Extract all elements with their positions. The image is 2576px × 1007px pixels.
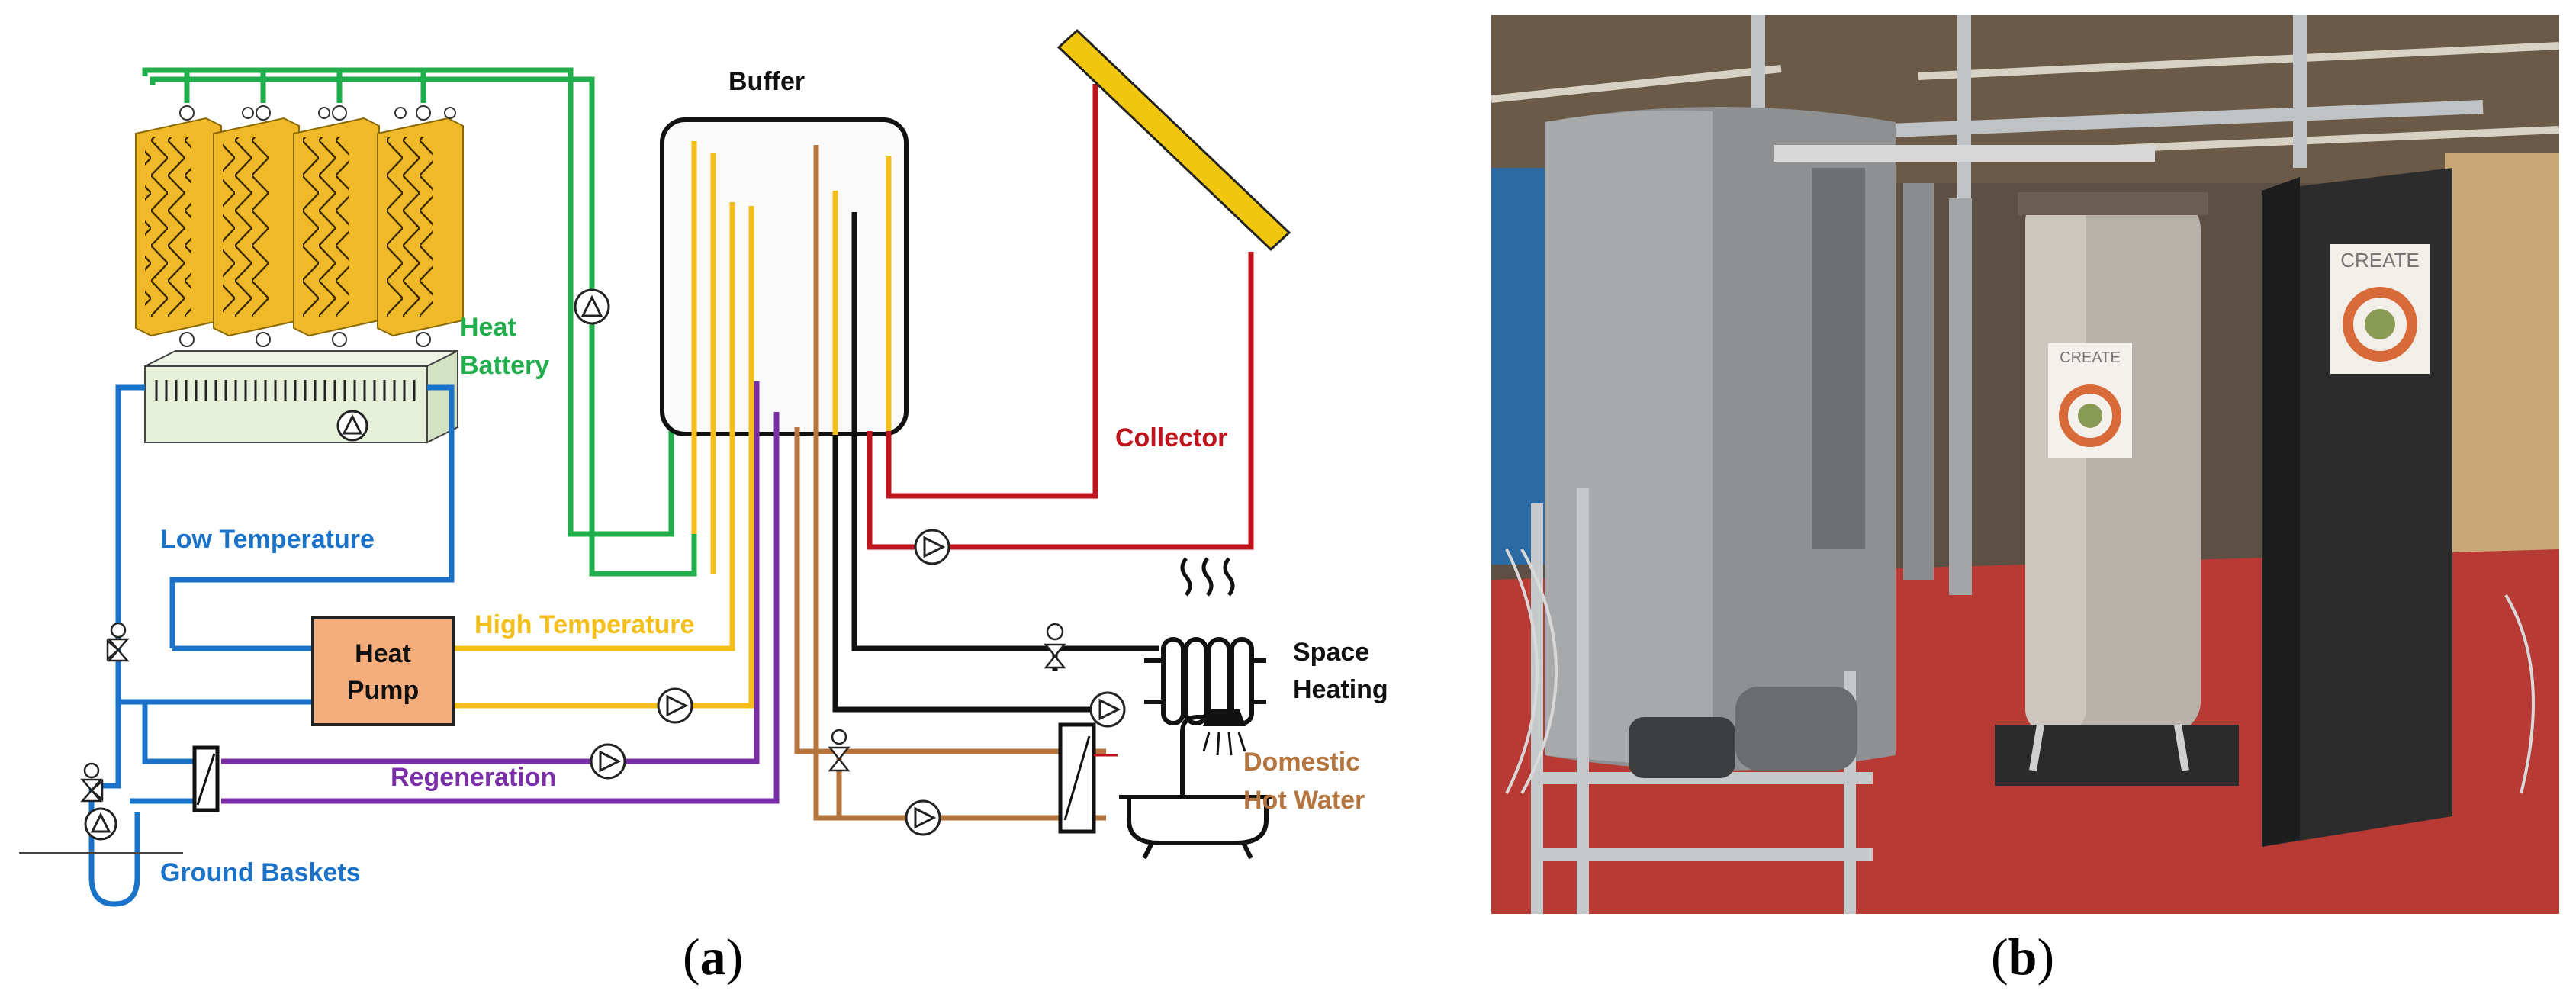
dhw-heat-exchanger [1058, 722, 1118, 834]
purple-regeneration-loop [221, 381, 780, 804]
space-heating-pump-icon [1089, 691, 1126, 728]
heat-battery-cabinet-photo: CREATE [2262, 168, 2452, 847]
ground-mixing-valve-icon [80, 762, 104, 803]
ground-pump-icon [84, 807, 117, 841]
bathtub-icon [1119, 715, 1272, 860]
regeneration-label: Regeneration [391, 763, 556, 792]
space-heating-label-line2: Heating [1293, 675, 1388, 704]
ground-baskets-label: Ground Baskets [160, 858, 361, 887]
high-temperature-pump-icon [657, 687, 693, 724]
steel-reactor-photo: CREATE [2018, 192, 2208, 732]
buffer-tank [660, 117, 909, 436]
collector-label: Collector [1115, 423, 1227, 452]
space-heating-label-line1: Space [1293, 638, 1369, 667]
cart-motor [1629, 687, 1857, 778]
reactor-sticker-text: CREATE [2060, 349, 2121, 366]
panel-label-a-letter: a [699, 928, 726, 986]
module-valve-icons [179, 105, 456, 347]
pipework [1774, 145, 2155, 595]
regeneration-heat-exchanger [192, 745, 220, 812]
low-temp-mixing-valve-icon [106, 622, 130, 662]
panel-label-a-open: ( [683, 928, 700, 986]
dhw-pump-icon [905, 799, 941, 836]
heat-battery-reactor [144, 349, 458, 444]
heat-battery-label-line1: Heat [460, 313, 516, 342]
wood-wall-panel [2445, 153, 2559, 580]
heat-battery-module [213, 117, 300, 337]
panel-label-a: (a) [683, 927, 743, 987]
system-schematic-diagram: Buffer Heat Battery Collector Low Temper… [19, 28, 1388, 907]
domestic-hot-water-label-line2: Hot Water [1243, 786, 1365, 815]
cabinet-sticker-text: CREATE [2340, 249, 2420, 272]
shower-head-icon [1202, 709, 1246, 756]
heat-battery-module [135, 117, 222, 337]
prototype-photo: CREATE CREATE [1491, 15, 2559, 914]
panel-label-b-close: ) [2037, 928, 2055, 986]
domestic-hot-water-label-line1: Domestic [1243, 748, 1360, 777]
reactor-stand [1995, 724, 2239, 786]
heat-battery-modules [135, 117, 464, 337]
high-temperature-label: High Temperature [474, 610, 694, 639]
heat-battery-module [377, 117, 464, 337]
cables [1505, 549, 2535, 794]
panel-label-b-open: ( [1991, 928, 2008, 986]
panel-label-a-close: ) [725, 928, 744, 986]
regeneration-pump-icon [590, 743, 626, 780]
blue-rack [1491, 168, 1545, 565]
space-heating-valve-icon [1044, 623, 1066, 669]
reactor-pump-icon [336, 410, 368, 442]
buffer-label: Buffer [728, 67, 805, 96]
heat-waves-icon [1180, 557, 1235, 597]
panel-label-b-letter: b [2008, 928, 2037, 986]
heat-battery-module [293, 117, 380, 337]
collector-pump-icon [914, 529, 950, 565]
heat-battery-label-line2: Battery [460, 351, 549, 380]
green-loop-pump-icon [574, 288, 610, 325]
low-temperature-label: Low Temperature [160, 525, 375, 554]
panel-label-b: (b) [1991, 927, 2054, 987]
dhw-mixing-valve-icon [828, 729, 851, 772]
heat-pump-label-line2: Pump [347, 676, 419, 705]
heat-pump-box [311, 616, 455, 726]
heat-pump-label-line1: Heat [355, 639, 411, 668]
solar-collector-panel [1056, 28, 1291, 252]
yellow-high-temperature-loop [453, 141, 892, 709]
radiator-icon [1144, 637, 1266, 725]
